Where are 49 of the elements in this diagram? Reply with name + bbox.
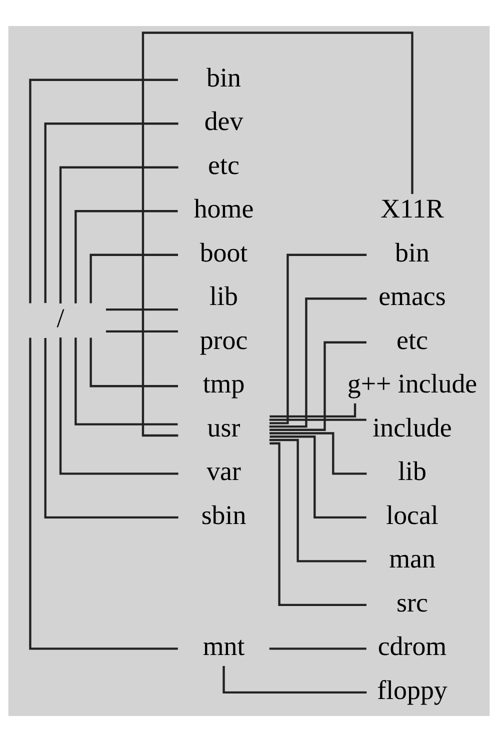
connector [270,402,356,418]
connector [270,435,366,518]
connector [142,31,414,436]
connector [29,337,178,650]
node-text: cdrom [378,630,447,661]
node-text: bin [206,62,241,92]
node-text: g++ include [347,368,478,398]
node-text: man [389,543,436,574]
node-text: etc [208,149,240,180]
connector [59,337,178,474]
connector [44,122,178,303]
connector [106,308,178,310]
connector [270,253,367,424]
node-text: / [56,302,64,332]
node-text: floppy [377,674,448,704]
connector [270,340,366,430]
connector [269,438,366,562]
node-text: dev [204,106,244,136]
connector [44,337,178,518]
node-text: boot [200,236,248,267]
node-text: include [372,412,452,442]
connector [106,330,178,332]
node-text: bin [395,236,430,267]
connector [59,166,178,304]
connector [270,442,366,606]
node-text: var [206,456,241,486]
connector [90,253,178,303]
connector [269,297,367,428]
node-text: usr [207,412,240,442]
node-text: etc [396,324,428,354]
node-text: tmp [202,368,245,398]
connector [74,337,178,425]
node-text: home [194,193,254,224]
connector [269,647,366,650]
node-text: sbin [201,499,246,530]
connector [74,210,178,303]
node-text: local [386,499,438,530]
connector [90,337,178,387]
connector [29,78,178,303]
node-text: lib [210,280,238,311]
connector [270,432,367,474]
node-text: emacs [378,280,446,311]
node-text: X11R [380,193,444,224]
connector [269,418,366,420]
node-text: proc [200,324,248,354]
node-text: mnt [202,630,245,661]
node-text: src [396,586,428,617]
node-text: lib [398,456,426,486]
connector [222,665,367,694]
